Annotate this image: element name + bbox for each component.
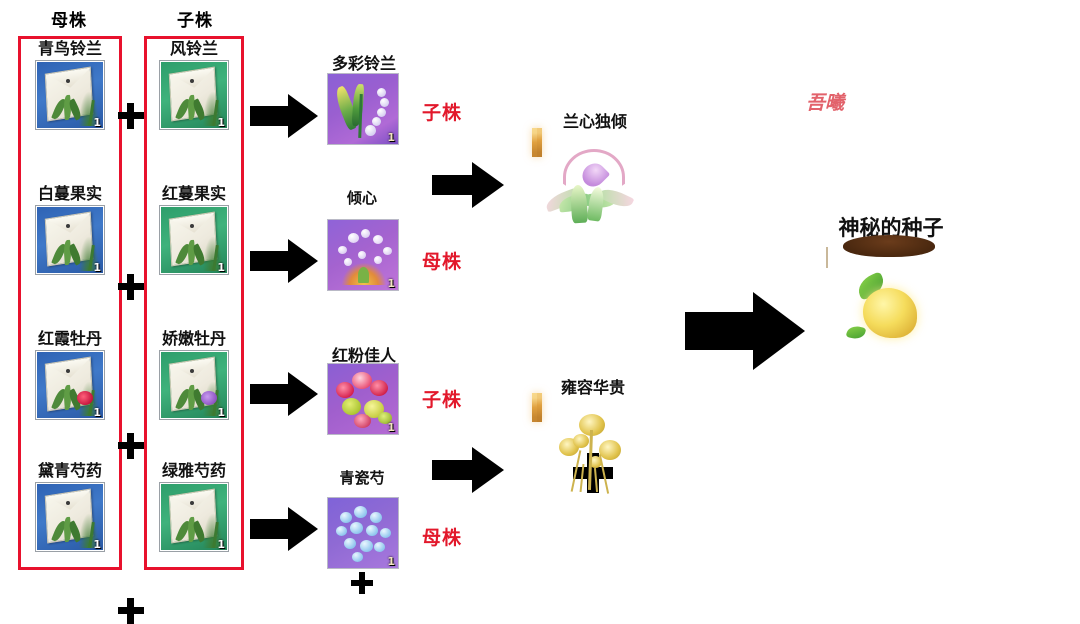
quantity-badge: 1 (387, 421, 395, 434)
quantity-badge: 1 (217, 537, 225, 550)
seed-packet-frame: 1 (159, 481, 229, 552)
seed-name: 白蔓果实 (37, 184, 102, 203)
column-header-child: 子株 (177, 11, 213, 31)
product-tile-2[interactable] (532, 393, 621, 494)
seed-packet-icon: 1 (161, 61, 227, 128)
seed-packet-frame: 1 (35, 59, 105, 130)
child-seed-cell-2[interactable]: 红蔓果实 1 (148, 185, 240, 277)
role-tag-mother-2: 母株 (422, 527, 463, 549)
seed-packet-icon: 1 (161, 206, 227, 273)
seed-packet-frame: 1 (35, 481, 105, 552)
quantity-badge: 1 (217, 115, 225, 128)
seed-packet-frame: 1 (159, 204, 229, 275)
seed-packet-frame: 1 (35, 204, 105, 275)
right-arrow-icon-row-4 (250, 507, 318, 551)
seed-name: 青鸟铃兰 (37, 39, 102, 58)
hybrid-title-4: 青瓷芍 (339, 469, 385, 487)
right-arrow-icon-product-1 (432, 162, 504, 208)
child-seed-cell-3[interactable]: 娇嫩牡丹 1 (148, 330, 240, 422)
seed-packet-icon: 1 (37, 483, 103, 550)
hybrid-tile-4[interactable]: 1 (327, 497, 399, 569)
mother-seed-cell-4[interactable]: 黛青芍药 1 (22, 462, 118, 554)
shenmi-de-zhongzi-icon (826, 235, 935, 341)
column-header-mother: 母株 (51, 11, 87, 31)
seed-packet-icon: 1 (37, 206, 103, 273)
seed-name: 绿雅芍药 (161, 461, 226, 480)
plus-icon-row-4 (118, 598, 144, 624)
product-tile-1[interactable] (532, 128, 635, 224)
seed-packet-frame: 1 (35, 349, 105, 420)
plus-icon-row-1 (118, 103, 144, 129)
seed-packet-frame: 1 (159, 349, 229, 420)
seed-name: 风铃兰 (169, 39, 218, 58)
seed-packet-icon: 1 (161, 351, 227, 418)
yongrong-huagui-icon (532, 393, 621, 494)
quantity-badge: 1 (93, 260, 101, 273)
seed-name: 娇嫩牡丹 (161, 329, 226, 348)
quantity-badge: 1 (387, 277, 395, 290)
right-arrow-icon-row-1 (250, 94, 318, 138)
quantity-badge: 1 (93, 405, 101, 418)
hybrid-title-2: 倾心 (346, 189, 377, 207)
mother-group-box (18, 36, 122, 570)
seed-name: 红蔓果实 (161, 184, 226, 203)
plus-icon-row-2 (118, 274, 144, 300)
plus-icon-pair-bottom (351, 572, 373, 594)
quantity-badge: 1 (387, 555, 395, 568)
right-arrow-icon-product-2 (432, 447, 504, 493)
final-product-tile[interactable] (826, 235, 935, 341)
right-arrow-icon-row-3 (250, 372, 318, 416)
seed-packet-icon: 1 (37, 61, 103, 128)
role-tag-mother-1: 母株 (422, 251, 463, 273)
right-arrow-icon-final (685, 292, 805, 370)
hybrid-title-3: 红粉佳人 (331, 346, 396, 365)
seed-packet-frame: 1 (159, 59, 229, 130)
role-tag-child-1: 子株 (422, 102, 463, 124)
child-group-box (144, 36, 244, 570)
hybrid-tile-2[interactable]: 1 (327, 219, 399, 291)
watermark-text: 吾曦 (806, 92, 845, 114)
hongfen-jiaren-icon: 1 (327, 363, 399, 435)
seed-packet-icon: 1 (161, 483, 227, 550)
product-title-2: 雍容华贵 (560, 378, 625, 397)
plus-icon-row-3 (118, 433, 144, 459)
right-arrow-icon-row-2 (250, 239, 318, 283)
duocai-linglan-icon: 1 (327, 73, 399, 145)
quantity-badge: 1 (387, 131, 395, 144)
child-seed-cell-4[interactable]: 绿雅芍药 1 (148, 462, 240, 554)
hybrid-tile-1[interactable]: 1 (327, 73, 399, 145)
seed-name: 红霞牡丹 (37, 329, 102, 348)
seed-packet-icon: 1 (37, 351, 103, 418)
mother-seed-cell-2[interactable]: 白蔓果实 1 (22, 185, 118, 277)
qingxin-icon: 1 (327, 219, 399, 291)
quantity-badge: 1 (93, 537, 101, 550)
lanxin-duqing-icon (532, 128, 635, 224)
quantity-badge: 1 (217, 260, 225, 273)
role-tag-child-2: 子株 (422, 389, 463, 411)
quantity-badge: 1 (217, 405, 225, 418)
hybrid-tile-3[interactable]: 1 (327, 363, 399, 435)
mother-seed-cell-3[interactable]: 红霞牡丹 1 (22, 330, 118, 422)
qingci-shao-icon: 1 (327, 497, 399, 569)
recipe-diagram-canvas: 母株 子株 青鸟铃兰 1 白蔓果实 1 红霞牡丹 (0, 0, 1080, 589)
mother-seed-cell-1[interactable]: 青鸟铃兰 1 (22, 40, 118, 132)
seed-name: 黛青芍药 (37, 461, 102, 480)
hybrid-title-1: 多彩铃兰 (331, 54, 396, 73)
child-seed-cell-1[interactable]: 风铃兰 1 (148, 40, 240, 132)
product-title-1: 兰心独倾 (562, 112, 627, 131)
quantity-badge: 1 (93, 115, 101, 128)
